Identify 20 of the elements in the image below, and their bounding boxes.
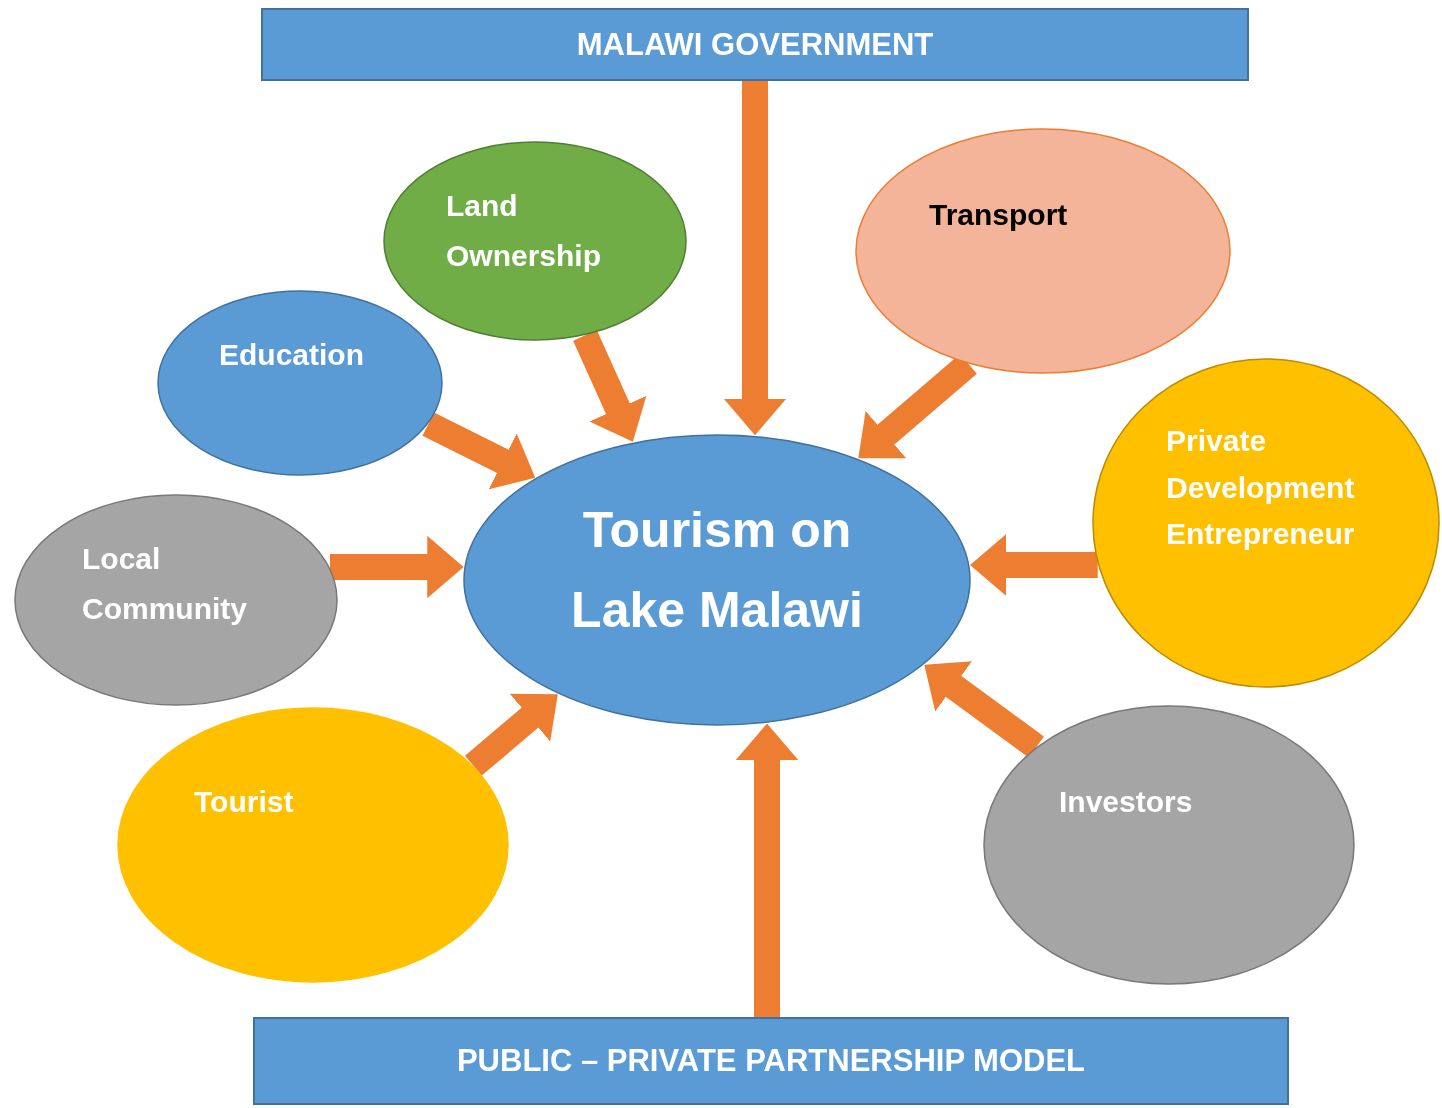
node-label: Transport (929, 197, 1069, 233)
block-arrow (573, 330, 647, 442)
block-arrow (329, 535, 464, 599)
title-banner (253, 1017, 1289, 1105)
block-arrow (735, 723, 799, 1017)
banner-title: PUBLIC – PRIVATE PARTNERSHIP MODEL (456, 1042, 1086, 1080)
block-arrow (970, 533, 1098, 597)
block-arrow (924, 661, 1044, 758)
node-label: Investors (1059, 784, 1194, 820)
title-banner (261, 8, 1249, 81)
node-label: Tourism on Lake Malawi (570, 501, 864, 640)
node-label: Private Development Entrepreneur (1166, 423, 1356, 552)
node-label: Local Community (82, 541, 248, 627)
node-label: Tourist (194, 784, 295, 820)
block-arrow (723, 81, 787, 436)
node-label: Education (219, 337, 365, 373)
banner-title: MALAWI GOVERNMENT (576, 26, 934, 64)
block-arrow (422, 412, 536, 490)
block-arrow (464, 693, 558, 776)
node-label: Land Ownership (446, 188, 603, 274)
